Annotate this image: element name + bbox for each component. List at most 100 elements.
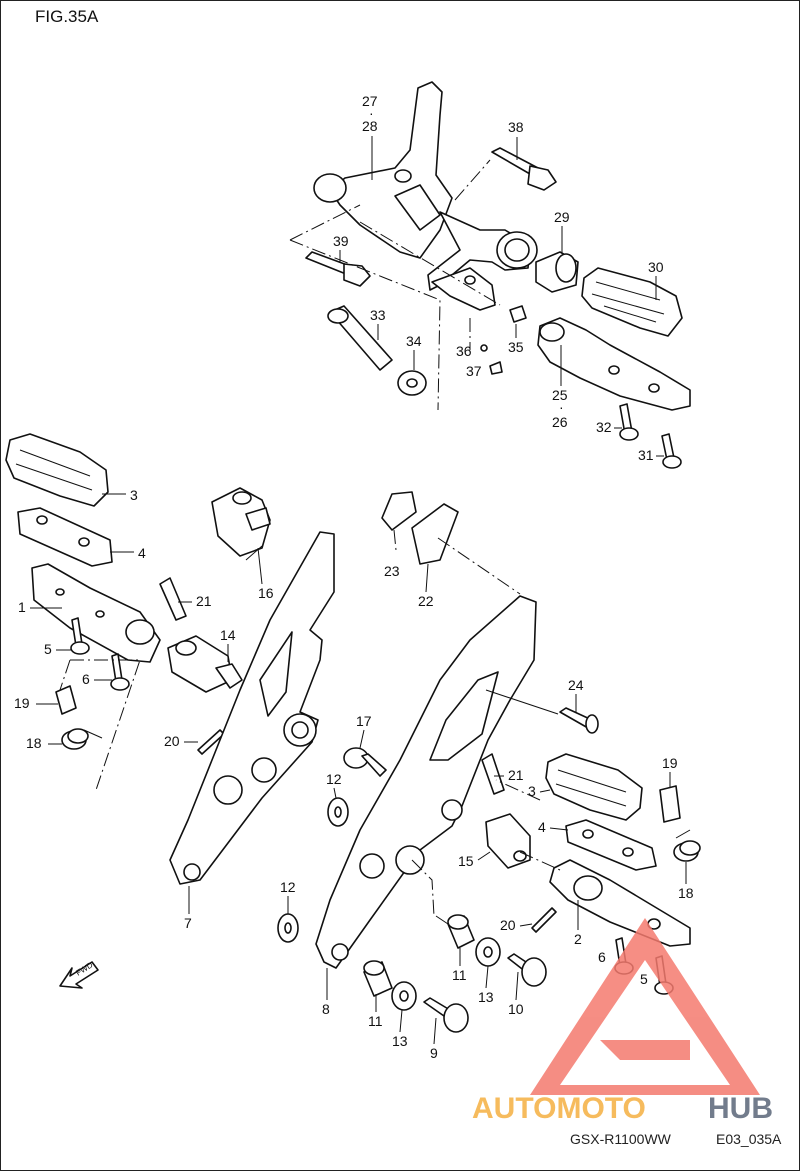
plate-part-4-right [565, 819, 657, 871]
bracket-foot-hole [464, 275, 476, 285]
callout-6-right: 6 [598, 949, 606, 965]
callout-9: 9 [430, 1045, 438, 1061]
watermark-g-bar [600, 1040, 690, 1060]
callout-28: 28 [362, 118, 378, 134]
callout-35: 35 [508, 339, 524, 355]
collar-part-19-right [659, 785, 681, 823]
callout-4-left: 4 [138, 545, 146, 561]
callouts: 27 · 28 38 39 29 30 33 34 35 36 37 25 · … [14, 93, 694, 1061]
left-footrest-assembly [5, 433, 243, 791]
footrest-part-25-26 [537, 317, 691, 411]
callout-4-right: 4 [538, 819, 546, 835]
callout-11-upper: 11 [452, 967, 467, 983]
automotohub-watermark: AUTOMOTO HUB [472, 918, 773, 1125]
plate-4-left-hole-b [78, 537, 90, 547]
bracket-rib [394, 184, 441, 231]
callout-37: 37 [466, 363, 482, 379]
bracket-boss [313, 173, 347, 203]
pivot-block-part-14 [167, 635, 243, 693]
callout-13-upper: 13 [478, 989, 494, 1005]
plate-part-4-left [17, 507, 113, 567]
clip-part-35 [509, 305, 527, 323]
footer-code: E03_035A [716, 1131, 782, 1147]
watermark-brand-right: HUB [708, 1092, 773, 1125]
washer-hole [406, 378, 418, 388]
collar-11-upper-end [447, 914, 469, 930]
bolt-part-39 [305, 251, 371, 287]
pin-part-33 [327, 305, 393, 371]
bracket-part-23 [381, 491, 417, 531]
callout-24: 24 [568, 677, 584, 693]
washer-13-upper-hole [483, 946, 493, 958]
watermark-brand-left: AUTOMOTO [472, 1092, 646, 1125]
callout-14: 14 [220, 627, 236, 643]
callout-13-lower: 13 [392, 1033, 408, 1049]
bolt-part-9 [423, 997, 469, 1033]
callout-5-right: 5 [640, 971, 648, 987]
callout-12-upper: 12 [326, 771, 342, 787]
bracket-arm [427, 211, 531, 291]
ball-part-36 [480, 344, 488, 352]
footrest-rubber-part-30 [581, 267, 683, 337]
bolt-part-10 [507, 953, 547, 987]
bracket-foot [431, 267, 496, 311]
callout-18-left: 18 [26, 735, 42, 751]
spring-part-37 [489, 361, 503, 375]
callout-38: 38 [508, 119, 524, 135]
callout-22: 22 [418, 593, 434, 609]
footrest-rubber-part-3-right [545, 753, 643, 821]
callout-19-left: 19 [14, 695, 30, 711]
collar-11-lower-end [363, 960, 385, 976]
callout-1: 1 [18, 599, 26, 615]
callout-34: 34 [406, 333, 422, 349]
callout-20-right: 20 [500, 917, 516, 933]
pivot-hole [504, 238, 530, 262]
bracket-hole [394, 169, 412, 183]
callout-21-left: 21 [196, 593, 212, 609]
callout-25-26-dot: · [559, 399, 564, 415]
hanger-plate-part-7 [169, 531, 335, 885]
callout-32: 32 [596, 419, 612, 435]
pin-part-21-left [159, 577, 187, 621]
upper-bracket-assembly [289, 81, 691, 469]
pin-part-21-right [481, 753, 505, 795]
footrest-rubber-part-3-left [5, 433, 109, 507]
hardware-lower [363, 859, 547, 1033]
callout-19-right: 19 [662, 755, 678, 771]
callout-33: 33 [370, 307, 386, 323]
footrest-part-2 [549, 859, 691, 947]
callout-20-left: 20 [164, 733, 180, 749]
plate-4-right-hole-a [582, 829, 594, 839]
footrest-1-hole-a [55, 588, 65, 596]
callout-8: 8 [322, 1001, 330, 1017]
callout-27-28-dot: · [369, 105, 374, 121]
collar-part-29 [535, 251, 579, 293]
bolt-32-head [619, 427, 639, 441]
bolt-5-left-head [70, 641, 90, 655]
washer-13-lower-hole [399, 990, 409, 1002]
hanger-plate-part-8 [315, 491, 537, 969]
fwd-arrow-icon: FWD [59, 960, 99, 989]
callout-17: 17 [356, 713, 372, 729]
spring-part-18-left [61, 728, 103, 750]
cover-part-22 [411, 503, 459, 565]
callout-31: 31 [638, 447, 654, 463]
figure-title: FIG.35A [35, 7, 99, 26]
callout-2: 2 [574, 931, 582, 947]
callout-23: 23 [384, 563, 400, 579]
callout-3-right: 3 [528, 783, 536, 799]
footrest-1-pivot [125, 619, 155, 645]
callout-18-right: 18 [678, 885, 694, 901]
footrest-1-hole-b [95, 610, 105, 618]
washer-12-upper-hole [334, 806, 342, 818]
rear-bracket-part-27-28 [329, 81, 453, 259]
callout-11-lower: 11 [368, 1013, 383, 1029]
callout-10: 10 [508, 1001, 524, 1017]
bolt-6-left-head [110, 677, 130, 691]
callout-12-lower: 12 [280, 879, 296, 895]
bolt-part-17 [343, 747, 387, 777]
callout-25: 25 [552, 387, 568, 403]
callout-36: 36 [456, 343, 472, 359]
callout-27: 27 [362, 93, 378, 109]
